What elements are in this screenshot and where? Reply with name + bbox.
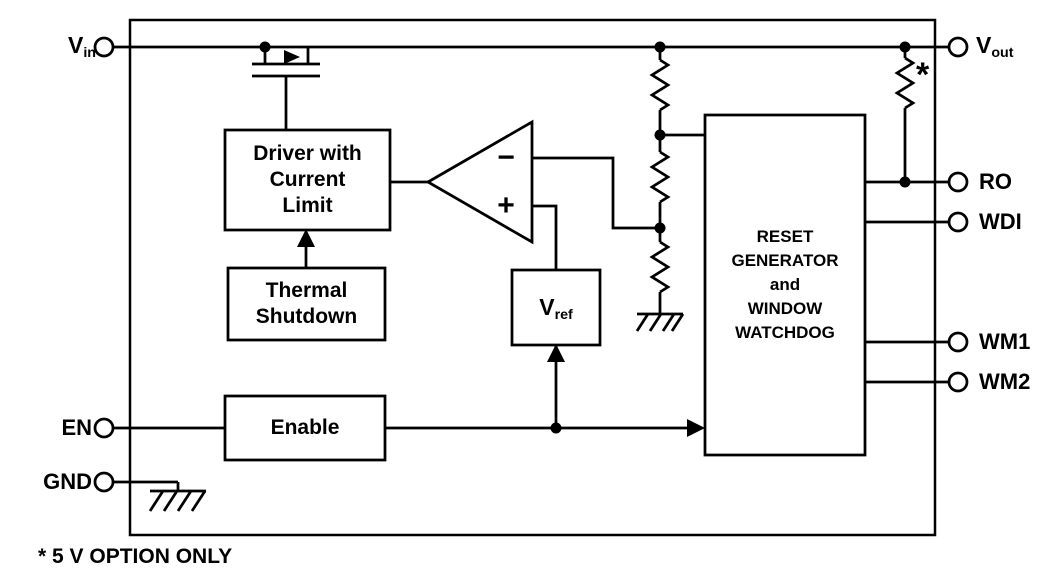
text-line: WINDOW xyxy=(747,299,823,318)
pin-label-wm2: WM2 xyxy=(979,369,1031,394)
pullup-resistor xyxy=(894,56,916,110)
resistor-r2 xyxy=(649,150,671,204)
comparator-plus-sign: + xyxy=(497,189,515,222)
pin-label-ro: RO xyxy=(979,169,1012,194)
vref-block-label: Vref xyxy=(512,270,600,345)
wire-feedback-to-minus xyxy=(532,156,660,230)
junction-dot xyxy=(654,41,666,53)
text-line: Current xyxy=(269,168,346,191)
pass-transistor xyxy=(252,47,320,78)
junction-dot xyxy=(654,129,666,141)
text-line: RESET xyxy=(756,227,814,246)
pin-label-vin: Vin xyxy=(40,32,96,60)
pullup-asterisk: * xyxy=(916,56,930,94)
pin-gnd xyxy=(93,471,115,493)
arrow-thermal-up xyxy=(297,229,315,247)
thermal-block-label: Thermal Shutdown xyxy=(228,268,385,340)
enable-block-label: Enable xyxy=(225,396,385,460)
pin-label-gnd: GND xyxy=(43,469,92,494)
pin-label-vin-main: V xyxy=(67,32,84,58)
text-line: and xyxy=(769,275,801,294)
driver-block-box xyxy=(223,128,392,232)
pin-terminals xyxy=(93,36,969,493)
pin-label-wdi: WDI xyxy=(979,209,1022,234)
comparator-minus-sign: − xyxy=(497,141,515,174)
junction-dot xyxy=(259,41,271,53)
pin-label-en: EN xyxy=(61,415,92,440)
driver-block-label: Driver with Current Limit xyxy=(225,130,390,230)
pin-vin xyxy=(93,36,115,58)
text-line: WATCHDOG xyxy=(735,323,835,342)
junction-dots xyxy=(259,41,911,434)
junction-dot xyxy=(550,422,562,434)
vref-sub: ref xyxy=(554,306,573,323)
thermal-block-box xyxy=(226,266,387,342)
wire-plus-to-vref xyxy=(532,204,558,270)
resistor-r1 xyxy=(649,58,671,112)
pin-label-wm1: WM1 xyxy=(979,329,1031,354)
junction-dot xyxy=(899,176,911,188)
junction-dot xyxy=(899,41,911,53)
text-line: GENERATOR xyxy=(731,251,839,270)
vref-main: V xyxy=(539,294,555,320)
pin-wdi xyxy=(947,211,969,233)
pin-wm1 xyxy=(947,331,969,353)
text-line: Driver with xyxy=(253,142,362,165)
pin-vout xyxy=(947,36,969,58)
pin-label-vout: Vout xyxy=(976,32,1014,60)
text-line: Enable xyxy=(270,416,340,439)
text-line: Thermal xyxy=(265,279,348,302)
text-line: Limit xyxy=(282,194,333,217)
pin-label-vin-sub: in xyxy=(83,44,96,61)
comparator-triangle xyxy=(425,119,534,245)
ground-symbol-divider xyxy=(635,312,685,332)
chip-boundary xyxy=(128,18,937,537)
reset-block-label: RESET GENERATOR and WINDOW WATCHDOG xyxy=(705,115,865,455)
arrow-vref-up xyxy=(547,344,565,362)
pin-label-vout-main: V xyxy=(976,32,992,58)
resistor-r3 xyxy=(649,240,671,294)
pin-en xyxy=(93,417,115,439)
arrow-enable-right xyxy=(687,419,705,437)
footnote: * 5 V OPTION ONLY xyxy=(38,545,233,568)
junction-dot xyxy=(654,222,666,234)
reset-block-box xyxy=(703,113,867,457)
pin-ro xyxy=(947,171,969,193)
arrowheads xyxy=(297,229,705,437)
vref-text: Vref xyxy=(539,294,573,323)
pin-label-vout-sub: out xyxy=(991,44,1014,61)
transistor-arrow xyxy=(284,50,300,64)
ground-symbol-gnd xyxy=(148,489,207,512)
pin-wm2 xyxy=(947,371,969,393)
resistor-divider xyxy=(649,58,671,294)
enable-block-box xyxy=(223,394,387,462)
text-line: Shutdown xyxy=(255,305,358,328)
